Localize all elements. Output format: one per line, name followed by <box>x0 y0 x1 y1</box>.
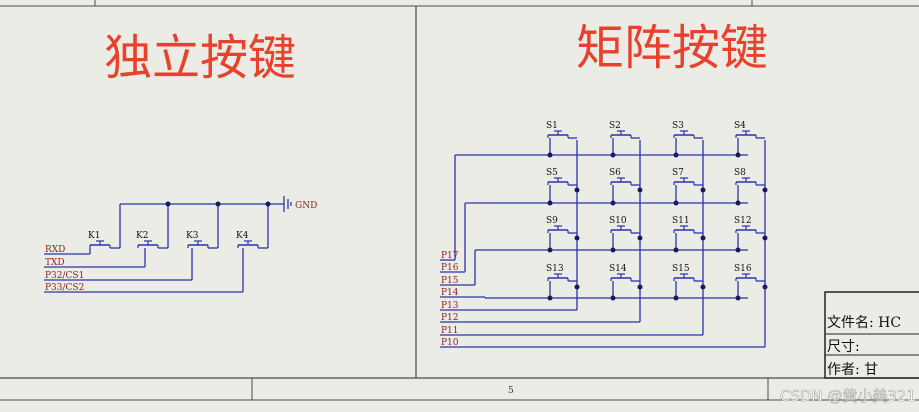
net-label-p33: P33/CS2 <box>45 283 84 293</box>
matrix-switch-s13-label: S13 <box>546 264 564 274</box>
key-switch-4: K4 <box>236 231 259 248</box>
matrix-switch-s11-label: S11 <box>672 216 690 226</box>
port-label-p14: P14 <box>441 288 459 298</box>
key-switch-2: K2 <box>136 231 159 248</box>
matrix-switch-s4: S4 <box>734 121 757 138</box>
port-label-p12: P12 <box>441 313 459 323</box>
csdn-watermark: CSDN @黄小美321 <box>780 387 916 405</box>
matrix-switch-s13: S13 <box>546 264 569 281</box>
matrix-switch-s5-label: S5 <box>546 168 558 178</box>
port-label-p16: P16 <box>441 263 459 273</box>
matrix-switch-s3: S3 <box>672 121 695 138</box>
matrix-switch-s14-label: S14 <box>609 264 627 274</box>
matrix-switch-s10-label: S10 <box>609 216 627 226</box>
net-label-rxd: RXD <box>45 245 65 255</box>
matrix-switch-s7: S7 <box>672 168 695 185</box>
matrix-switch-s1-label: S1 <box>546 121 558 131</box>
matrix-switch-s2: S2 <box>609 121 632 138</box>
key-switch-1-label: K1 <box>88 231 100 241</box>
independent-keys-circuit: GND K1 K2 K3 K4 RXD TXD P32/CS1 P33/CS2 <box>44 196 317 293</box>
matrix-switch-s9: S9 <box>546 216 569 233</box>
matrix-switch-s9-label: S9 <box>546 216 558 226</box>
key-switch-4-label: K4 <box>236 231 249 241</box>
matrix-switch-s16-label: S16 <box>734 264 752 274</box>
matrix-switch-s10: S10 <box>609 216 632 233</box>
matrix-switch-s6-label: S6 <box>609 168 621 178</box>
net-label-txd: TXD <box>45 258 65 268</box>
independent-keys-title: 独立按键 <box>104 30 296 86</box>
matrix-switch-s12: S12 <box>734 216 757 233</box>
matrix-switch-s4-label: S4 <box>734 121 746 131</box>
matrix-switch-s11: S11 <box>672 216 695 233</box>
sheet-frame <box>0 0 919 401</box>
matrix-switch-s15-label: S15 <box>672 264 690 274</box>
matrix-switch-s12-label: S12 <box>734 216 752 226</box>
matrix-switch-s8: S8 <box>734 168 757 185</box>
matrix-switch-s6: S6 <box>609 168 632 185</box>
matrix-switch-s1: S1 <box>546 121 569 138</box>
matrix-switch-s7-label: S7 <box>672 168 684 178</box>
matrix-switch-s16: S16 <box>734 264 757 281</box>
net-label-p32: P32/CS1 <box>45 271 84 281</box>
port-label-p15: P15 <box>441 276 459 286</box>
matrix-switch-s15: S15 <box>672 264 695 281</box>
key-switch-3-label: K3 <box>186 231 199 241</box>
key-switch-2-label: K2 <box>136 231 148 241</box>
port-label-p13: P13 <box>441 301 459 311</box>
page-number: 5 <box>508 386 514 396</box>
gnd-label: GND <box>295 201 317 211</box>
matrix-switch-s14: S14 <box>609 264 632 281</box>
matrix-keys-title: 矩阵按键 <box>576 20 768 76</box>
key-switch-3: K3 <box>186 231 209 248</box>
title-block-author: 作者: 甘 <box>827 362 878 378</box>
matrix-switch-s5: S5 <box>546 168 569 185</box>
port-label-p11: P11 <box>441 326 459 336</box>
title-block: 文件名: HC 尺寸: 作者: 甘 <box>824 291 919 379</box>
port-label-p17: P17 <box>441 251 459 261</box>
matrix-switch-s3-label: S3 <box>672 121 684 131</box>
key-switch-1: K1 <box>88 231 111 248</box>
port-label-p10: P10 <box>441 338 459 348</box>
title-block-file-name: 文件名: HC <box>827 315 901 331</box>
gnd-symbol <box>283 196 292 212</box>
title-block-size: 尺寸: <box>827 339 860 355</box>
matrix-switch-s2-label: S2 <box>609 121 621 131</box>
matrix-switch-s8-label: S8 <box>734 168 746 178</box>
